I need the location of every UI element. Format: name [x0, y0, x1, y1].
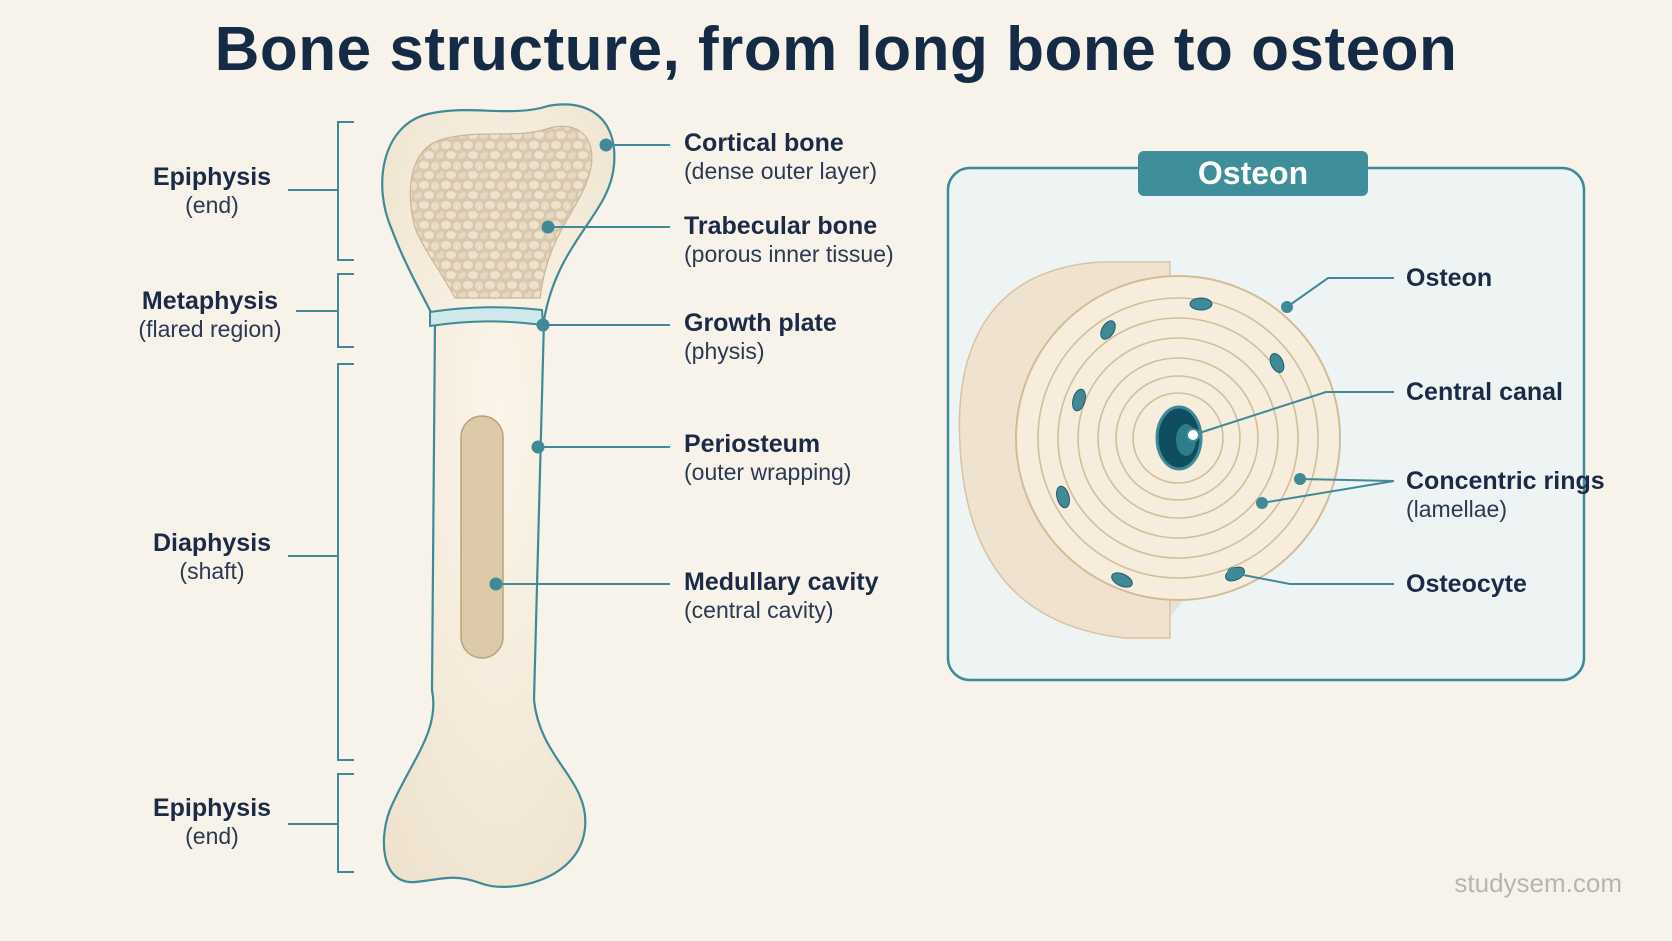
region-brackets: [288, 121, 354, 873]
region-note: (shaft): [179, 558, 245, 584]
osteon-illustration: [958, 261, 1341, 639]
region-label-metaphysis: Metaphysis (flared region): [110, 286, 310, 344]
region-note: (end): [185, 823, 239, 849]
label-osteocyte: Osteocyte: [1406, 569, 1527, 599]
lamellae-rings: [1037, 297, 1319, 579]
osteon-panel-title: Osteon: [1138, 151, 1368, 196]
part-note: (dense outer layer): [684, 158, 878, 184]
region-name: Epiphysis: [152, 794, 272, 822]
bracket-epiphysis-top: [288, 121, 354, 261]
watermark: studysem.com: [1454, 868, 1622, 898]
part-note: (outer wrapping): [684, 459, 852, 485]
osteon-leaders: [1186, 277, 1395, 585]
bracket-metaphysis: [296, 273, 354, 348]
label-concentric-rings: Concentric rings (lamellae): [1406, 466, 1605, 524]
medullary-cavity: [460, 415, 504, 659]
label-trabecular-bone: Trabecular bone (porous inner tissue): [684, 211, 894, 269]
bone-leaders: [489, 138, 670, 591]
part-note: (central cavity): [684, 597, 834, 623]
region-name: Diaphysis: [152, 529, 272, 557]
region-label-epiphysis-top: Epiphysis (end): [112, 162, 312, 220]
part-name: Trabecular bone: [684, 212, 878, 240]
long-bone: [381, 103, 616, 888]
osteon-part-name: Central canal: [1406, 378, 1564, 406]
osteon-part-name: Osteocyte: [1406, 570, 1527, 598]
region-label-epiphysis-bottom: Epiphysis (end): [112, 793, 312, 851]
osteon-part-name: Concentric rings: [1406, 467, 1605, 495]
part-name: Cortical bone: [684, 129, 844, 157]
region-note: (end): [185, 192, 239, 218]
bracket-epiphysis-bottom: [288, 773, 354, 873]
region-name: Metaphysis: [141, 287, 279, 315]
trabecular-region: [409, 125, 593, 299]
label-central-canal: Central canal: [1406, 377, 1563, 407]
page-title: Bone structure, from long bone to osteon: [214, 15, 1458, 84]
part-note: (physis): [684, 338, 765, 364]
region-note: (flared region): [138, 316, 282, 342]
osteon-part-name: Osteon: [1406, 264, 1493, 292]
label-osteon: Osteon: [1406, 263, 1492, 293]
label-cortical-bone: Cortical bone (dense outer layer): [684, 128, 877, 186]
label-medullary-cavity: Medullary cavity (central cavity): [684, 567, 879, 625]
part-name: Medullary cavity: [684, 568, 879, 596]
bracket-diaphysis: [288, 363, 354, 761]
label-growth-plate: Growth plate (physis): [684, 308, 837, 366]
region-label-diaphysis: Diaphysis (shaft): [112, 528, 312, 586]
part-name: Periosteum: [684, 430, 821, 458]
part-name: Growth plate: [684, 309, 837, 337]
osteon-part-note: (lamellae): [1406, 496, 1507, 522]
label-periosteum: Periosteum (outer wrapping): [684, 429, 851, 487]
region-name: Epiphysis: [152, 163, 272, 191]
part-note: (porous inner tissue): [684, 241, 894, 267]
